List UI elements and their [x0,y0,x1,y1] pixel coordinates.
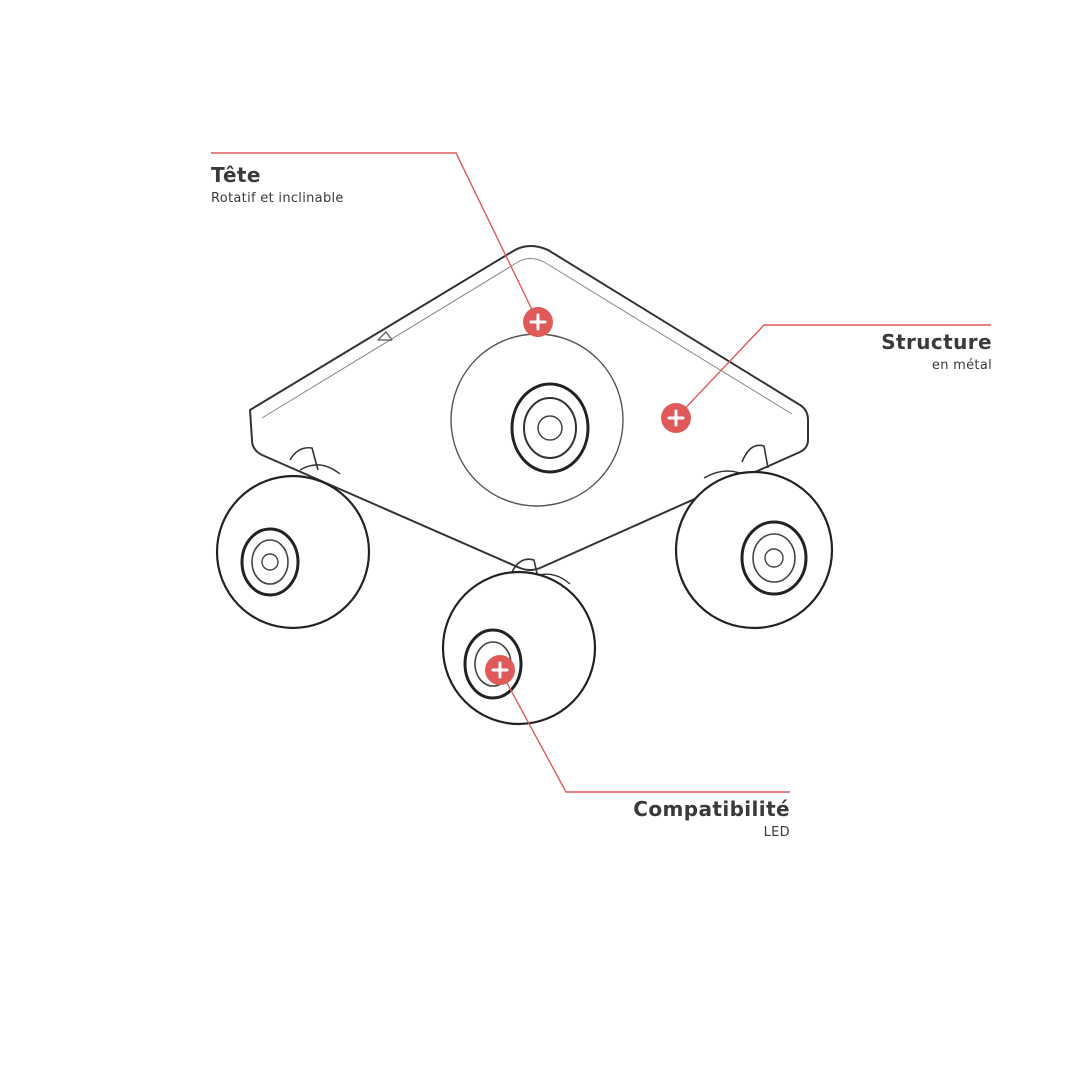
center-spot [450,333,624,507]
callout-tete: Tête Rotatif et inclinable [211,163,344,207]
spotlight-fixture-sketch [215,245,834,726]
front-ball-spot [441,558,597,726]
callout-tete-subtitle: Rotatif et inclinable [211,191,344,206]
leader-line-compat [499,669,790,793]
callout-tete-title: Tête [211,163,261,187]
callout-structure-title: Structure [881,330,992,354]
hotspot-tete[interactable] [523,307,553,337]
callout-compatibilite-title: Compatibilité [633,797,790,821]
leader-line-tete [211,152,539,323]
callout-compatibilite: Compatibilité LED [633,797,790,841]
hotspot-compatibilite[interactable] [485,655,515,685]
plus-icon [529,313,547,331]
callout-structure: Structure en métal [881,330,992,374]
hotspot-structure[interactable] [661,403,691,433]
plus-icon [491,661,509,679]
left-ball-spot [215,446,371,630]
leader-line-structure [675,324,991,419]
callout-compatibilite-subtitle: LED [763,825,790,840]
plus-icon [667,409,685,427]
callout-structure-subtitle: en métal [931,358,992,373]
right-ball-spot [674,444,834,630]
leader-lines [211,152,991,793]
